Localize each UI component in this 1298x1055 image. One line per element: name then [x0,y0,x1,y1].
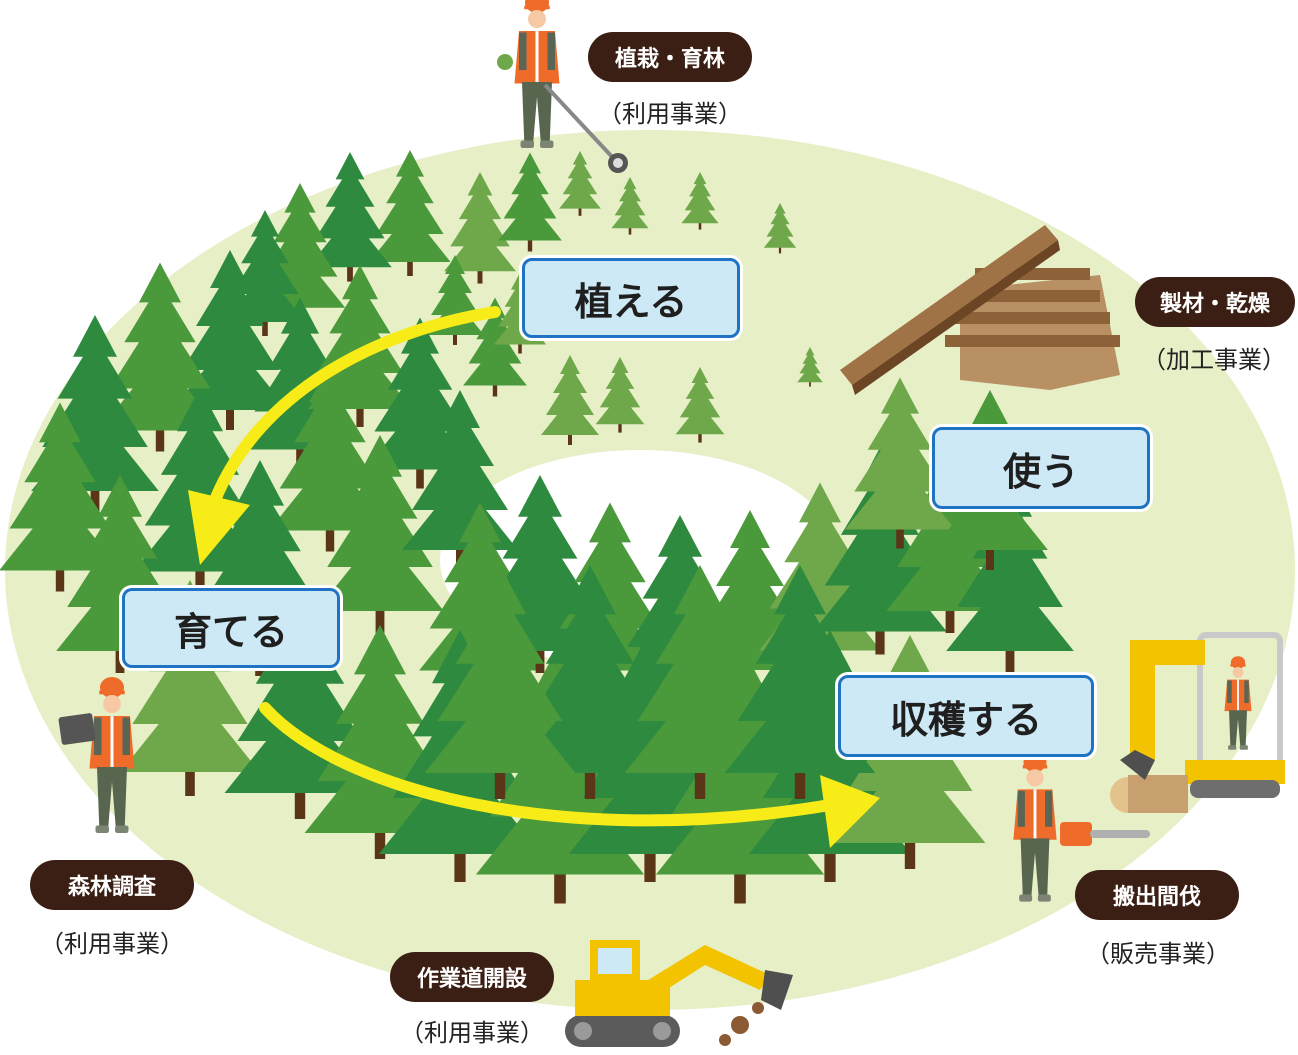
planting-label: 植栽・育林 [588,32,752,82]
road-label: 作業道開設 [390,952,554,1002]
stage-harvest: 収穫する [838,675,1094,757]
stage-use: 使う [932,427,1150,509]
excavator-icon [565,940,793,1047]
stage-plant: 植える [522,258,740,338]
logging-category: （販売事業） [1086,940,1230,968]
survey-label: 森林調査 [30,860,194,910]
worker-tablet-icon [58,677,135,833]
arrow-head-grow [188,490,250,565]
road-category: （利用事業） [400,1019,544,1047]
sawmill-label: 製材・乾燥 [1135,277,1295,327]
worker-chainsaw-icon [1013,751,1150,902]
stage-grow: 育てる [122,588,340,668]
lumber-stack-icon [840,225,1120,395]
planting-category: （利用事業） [598,100,742,128]
worker-brushcutter-icon [497,0,628,173]
survey-category: （利用事業） [40,930,184,958]
forestry-machine-icon [1110,632,1285,813]
sawmill-category: （加工事業） [1142,346,1286,374]
cycle-arrows [209,306,836,827]
logging-label: 搬出間伐 [1075,870,1239,920]
arrow-head-harvest [820,775,880,848]
